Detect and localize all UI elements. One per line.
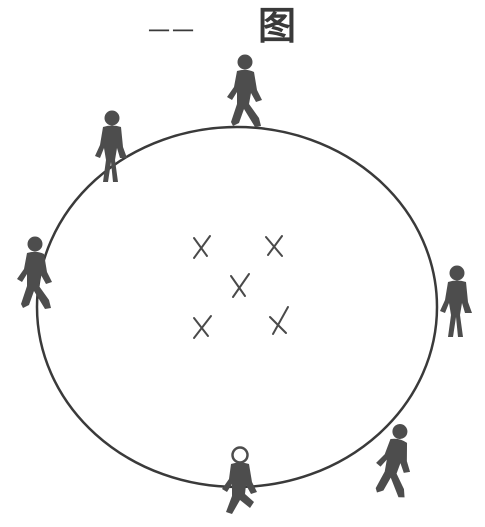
player-top-icon (227, 55, 262, 128)
x-mark-icon (266, 236, 282, 256)
play-circle (37, 127, 437, 487)
player-upper-left-icon (95, 111, 127, 183)
center-markers (194, 236, 288, 338)
player-lower-right-icon (371, 421, 418, 498)
player-right-icon (440, 266, 472, 338)
x-mark-icon (194, 316, 211, 338)
x-mark-icon (231, 274, 249, 297)
player-left-icon (17, 237, 52, 310)
x-mark-icon (270, 307, 288, 334)
player-bottom-icon (222, 448, 257, 515)
players (17, 55, 472, 515)
x-mark-icon (194, 236, 210, 258)
